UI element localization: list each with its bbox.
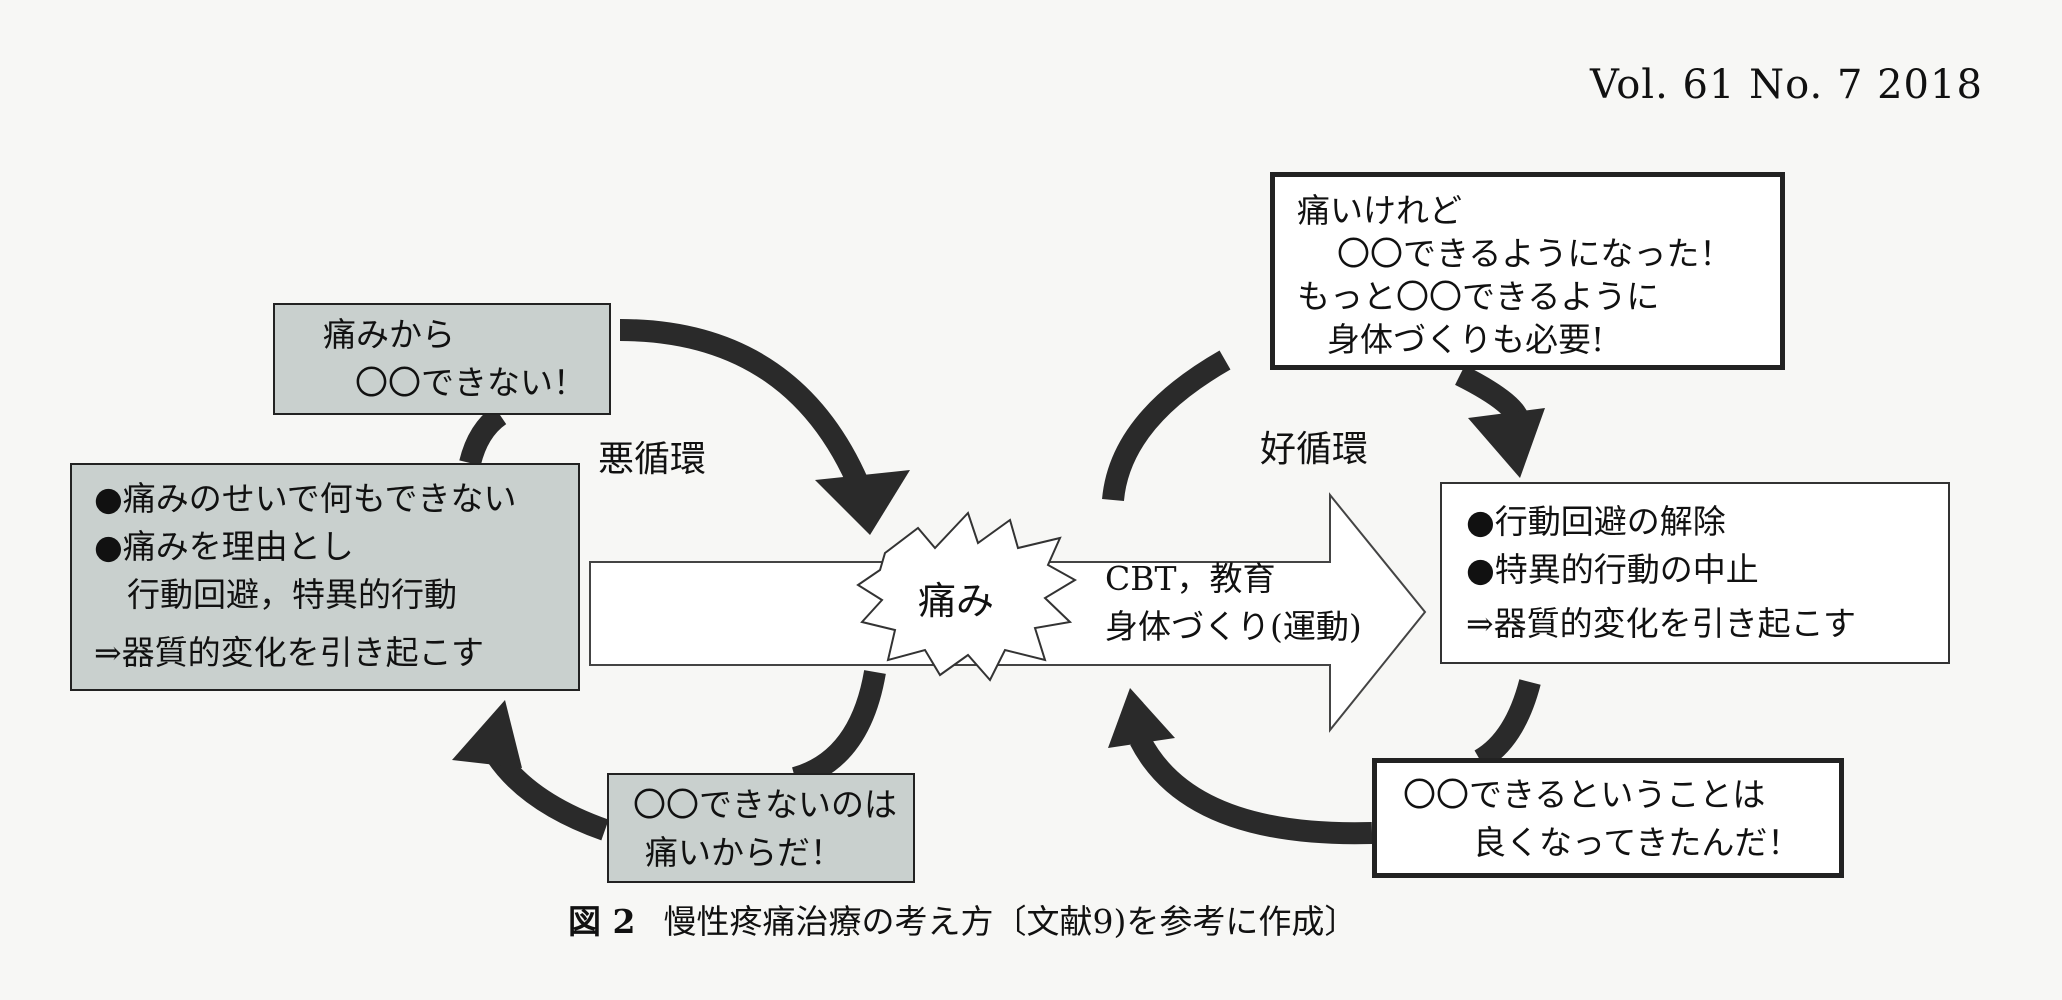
figure-number: 図 2 — [568, 902, 636, 941]
virtuous-top-line-3: もっと〇〇できるように — [1297, 277, 1660, 316]
vicious-left-box: ●痛みのせいで何もできない ●痛みを理由とし 行動回避，特異的行動 ⇒器質的変化… — [70, 463, 580, 691]
pain-label: 痛み — [918, 579, 995, 623]
virtuous-top-line-4: 身体づくりも必要! — [1327, 320, 1605, 359]
figure-caption: 図 2 慢性疼痛治療の考え方〔文献9)を参考に作成〕 — [568, 895, 1357, 943]
vicious-bottom-line-2: 痛いからだ！ — [645, 833, 843, 872]
virtuous-bottom-line-2: 良くなってきたんだ！ — [1473, 823, 1801, 862]
vicious-arc-top — [619, 319, 876, 504]
virtuous-top-box: 痛いけれど 〇〇できるようになった！ もっと〇〇できるように 身体づくりも必要! — [1270, 172, 1785, 370]
figure-caption-text: 慢性疼痛治療の考え方〔文献9)を参考に作成〕 — [663, 902, 1358, 941]
virtuous-right-line-3: ⇒器質的変化を引き起こす — [1466, 604, 1856, 643]
vicious-arrowhead-top — [815, 470, 910, 535]
vicious-arrowhead-left — [452, 700, 522, 768]
intervention-line-2: 身体づくり(運動) — [1105, 607, 1362, 646]
intervention-text: CBT，教育 身体づくり(運動) — [1105, 555, 1362, 651]
intervention-line-1: CBT，教育 — [1105, 559, 1276, 598]
virtuous-arc-lower — [1474, 679, 1541, 770]
virtuous-right-line-2: ●特異的行動の中止 — [1466, 550, 1759, 589]
vicious-bottom-box: 〇〇できないのは 痛いからだ！ — [607, 773, 915, 883]
virtuous-top-line-1: 痛いけれど — [1297, 191, 1462, 230]
virtuous-arc-bottom — [1130, 734, 1373, 845]
vicious-top-line-1: 痛みから — [323, 315, 455, 354]
pain-burst — [856, 511, 1077, 682]
vicious-left-line-1: ●痛みのせいで何もできない — [94, 479, 517, 518]
vicious-left-line-2: ●痛みを理由とし — [94, 527, 354, 566]
vicious-top-box: 痛みから 〇〇できない！ — [273, 303, 611, 415]
virtuous-bottom-line-1: 〇〇できるということは — [1403, 775, 1766, 814]
vicious-arc-bottom — [791, 670, 886, 789]
virtuous-right-box: ●行動回避の解除 ●特異的行動の中止 ⇒器質的変化を引き起こす — [1440, 482, 1950, 664]
vicious-arc-upperleft — [459, 405, 507, 466]
vicious-bottom-line-1: 〇〇できないのは — [633, 785, 897, 824]
journal-volume: Vol. 61 No. 7 2018 — [1590, 62, 1983, 108]
vicious-top-line-2: 〇〇できない！ — [355, 363, 586, 402]
vicious-left-line-3: 行動回避，特異的行動 — [94, 575, 457, 614]
virtuous-arrowhead-bottom — [1108, 688, 1175, 748]
virtuous-arrowhead-top — [1468, 408, 1545, 478]
vicious-left-line-4: ⇒器質的変化を引き起こす — [94, 633, 484, 672]
virtuous-arc-left — [1102, 350, 1231, 502]
virtuous-bottom-box: 〇〇できるということは 良くなってきたんだ！ — [1372, 758, 1844, 878]
virtuous-cycle-label: 好循環 — [1260, 429, 1369, 470]
virtuous-right-line-1: ●行動回避の解除 — [1466, 502, 1726, 541]
vicious-cycle-label: 悪循環 — [598, 439, 707, 480]
virtuous-top-line-2: 〇〇できるようになった！ — [1337, 234, 1733, 273]
